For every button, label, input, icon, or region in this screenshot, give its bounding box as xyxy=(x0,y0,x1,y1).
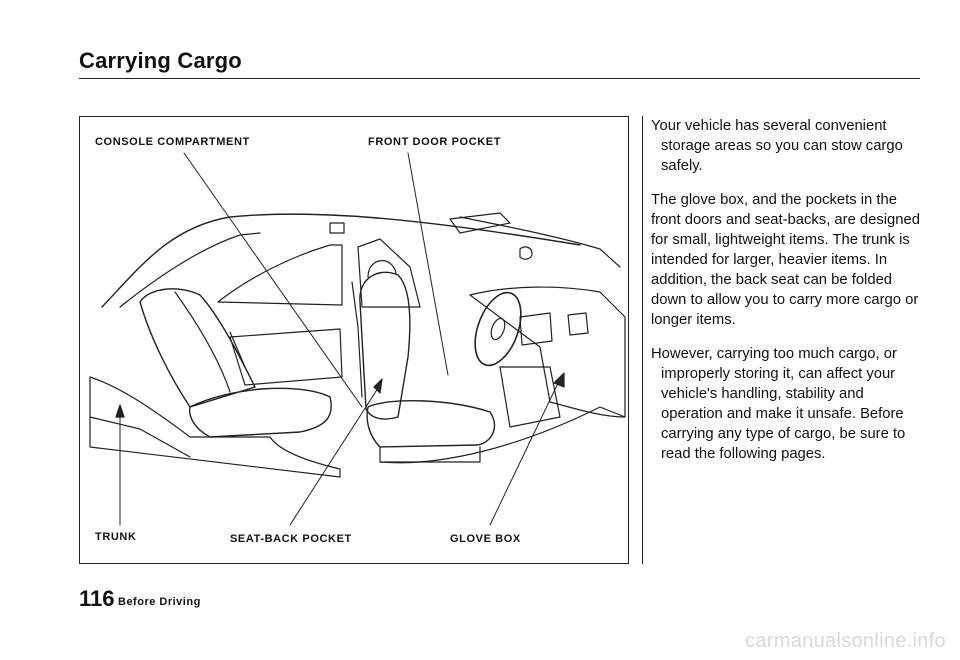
dome-light xyxy=(329,222,345,234)
side-window-frame xyxy=(217,244,343,306)
paragraph-intro: Your vehicle has several convenient stor… xyxy=(651,118,903,174)
label-console-compartment: CONSOLE COMPARTMENT xyxy=(95,136,250,148)
front-seat-rail xyxy=(379,446,481,463)
steering-wheel-hub xyxy=(490,317,506,341)
arrowhead-seat-back xyxy=(373,378,383,394)
cargo-figure: CONSOLE COMPARTMENT FRONT DOOR POCKET TR… xyxy=(79,116,629,564)
trunk-floor-edge xyxy=(89,416,191,458)
steering-wheel xyxy=(474,291,522,367)
trunk-floor xyxy=(89,376,341,478)
rear-window-frame xyxy=(119,232,261,308)
leader-console xyxy=(183,152,363,408)
rear-seat-back xyxy=(139,288,256,408)
watermark: carmanualsonline.info xyxy=(745,630,946,652)
arrowhead-glove-box xyxy=(553,372,565,388)
dash-vents xyxy=(519,312,589,346)
roof-line xyxy=(101,213,581,308)
sun-visor xyxy=(449,212,511,234)
page-number: 116 xyxy=(79,586,115,611)
seat-belt-front xyxy=(351,281,363,398)
column-divider xyxy=(642,116,643,564)
label-glove-box: GLOVE BOX xyxy=(450,533,521,545)
dashboard xyxy=(469,286,626,418)
windshield xyxy=(459,216,621,268)
title-divider xyxy=(79,78,920,79)
arrowhead-trunk xyxy=(115,404,125,418)
rear-seat-back-fold xyxy=(174,291,231,393)
body-sill xyxy=(379,406,626,464)
car-interior-illustration xyxy=(89,152,626,526)
front-window-frame xyxy=(357,238,421,308)
door-panel xyxy=(229,328,343,386)
front-seat-cushion xyxy=(366,399,496,448)
leader-seat-back xyxy=(289,384,381,526)
front-seat-back xyxy=(359,271,411,420)
front-seat-headrest xyxy=(367,260,397,278)
section-name: Before Driving xyxy=(118,596,201,608)
paragraph-storage: The glove box, and the pockets in the fr… xyxy=(651,192,920,328)
label-trunk: TRUNK xyxy=(95,531,137,543)
seat-belt-rear xyxy=(229,331,246,368)
rear-mirror xyxy=(519,246,533,260)
label-front-door-pocket: FRONT DOOR POCKET xyxy=(368,136,502,148)
center-console xyxy=(499,366,561,428)
leader-glove-box xyxy=(489,378,561,526)
paragraph-warning: However, carrying too much cargo, or imp… xyxy=(651,346,906,462)
body-text: Your vehicle has several convenient stor… xyxy=(651,116,926,478)
rear-seat-cushion xyxy=(188,387,332,438)
page-title: Carrying Cargo xyxy=(79,48,242,73)
leader-front-door xyxy=(407,152,449,376)
label-seat-back-pocket: SEAT-BACK POCKET xyxy=(230,533,352,545)
